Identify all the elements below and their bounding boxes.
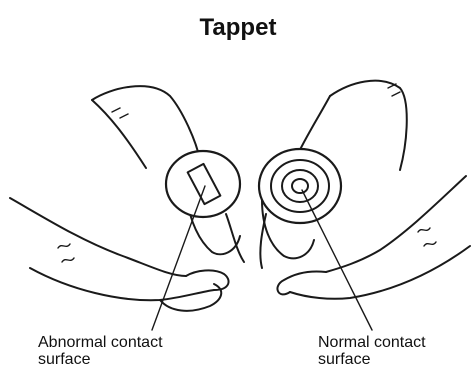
abnormal-contact-face: [166, 151, 240, 217]
label-abnormal-contact-surface: Abnormal contact surface: [38, 334, 163, 368]
abnormal-tappet: [166, 151, 240, 254]
label-normal-contact-surface: Normal contact surface: [318, 334, 426, 368]
